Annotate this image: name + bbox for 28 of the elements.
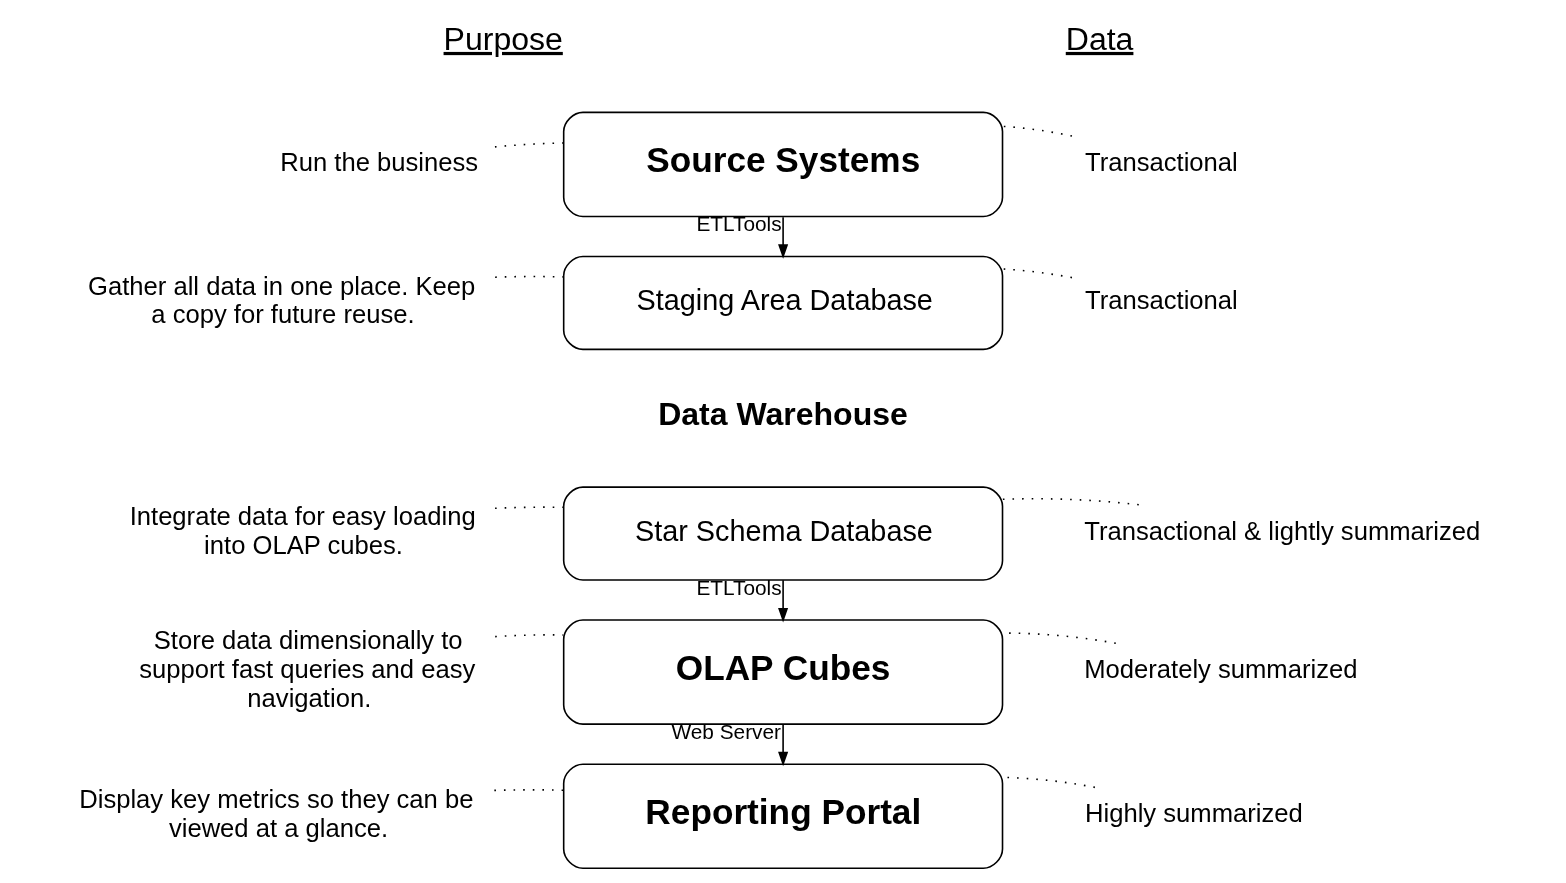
label: Purpose [443,20,563,57]
arrow [777,579,788,623]
connector [493,275,564,278]
connector [1001,268,1073,279]
node-box: Star Schema Database [562,486,1003,581]
node-box: OLAP Cubes [562,619,1003,725]
connector [1001,125,1073,137]
node-text: Integrate data for easy loading into OLAP cubes. [129,502,476,560]
label: Data Warehouse [657,395,908,432]
node-text: Display key metrics so they can be viewed at a glance. [78,784,473,842]
node-text: Highly summarized [1084,799,1303,828]
arrow [777,216,788,259]
arrow [777,723,788,767]
node-text: Gather all data in one place. Keep a copy for future reuse. [87,271,475,329]
node-text: Store data dimensionally to support fast queries and easy navigation. [138,626,475,713]
connector [1001,497,1140,506]
node-text: Transactional & lightly summarized [1083,516,1480,545]
node-text: Moderately summarized [1083,655,1357,684]
node-text: Transactional [1084,286,1238,315]
connector [493,506,564,510]
label: Data [1065,20,1133,57]
node-text: Run the business [279,147,478,176]
connector [493,142,564,148]
node-box: Staging Area Database [562,255,1003,351]
node-box: Reporting Portal [562,763,1003,870]
node-box: Source Systems [562,111,1003,218]
node-text: Transactional [1084,147,1238,176]
connector [493,634,564,638]
